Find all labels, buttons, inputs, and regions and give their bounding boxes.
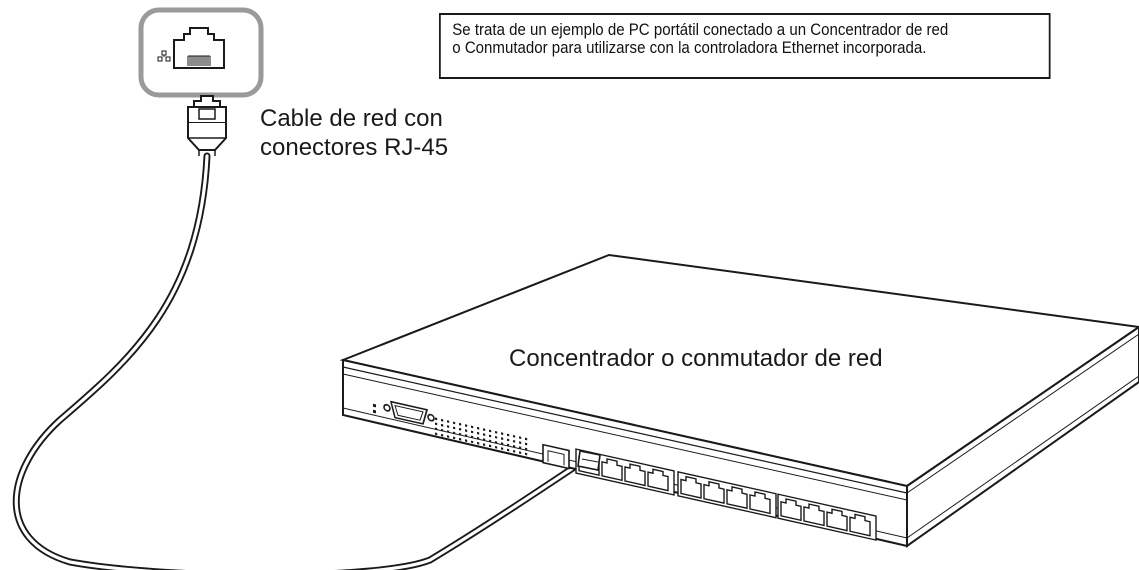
led-dot [459,427,462,431]
note-line-2: o Conmutador para utilizarse con la cont… [452,38,927,57]
led-dot [495,430,498,434]
rj45-port-icon [826,508,848,532]
rj45-port-icon [749,491,771,515]
led-dot [483,438,486,441]
led-dot [513,434,516,438]
led-dot [459,432,462,436]
led-dot [501,447,504,450]
led-dot [495,440,498,444]
rj45-port-icon [726,486,748,510]
led-dot [435,427,438,431]
cable-label: Cable de red con conectores RJ-45 [260,104,448,162]
led-dot [441,418,444,422]
rj45-port-pins [187,55,211,66]
led-dot [483,428,486,431]
uplink-port [542,443,570,470]
led-dot [453,426,456,430]
led-dot [525,442,528,446]
led-dot [459,422,462,426]
port-bank-1 [575,448,675,496]
led-dot [513,439,516,443]
serial-console-port-icon [383,400,435,425]
led-dot [489,439,492,443]
led-dot [465,434,468,437]
rj45-port-icon [780,498,802,522]
led-dot [453,431,456,435]
rj45-port-icon [803,503,825,527]
led-dot [471,425,474,429]
led-dot [507,443,510,447]
led-dot [471,435,474,439]
network-icon [157,50,171,62]
status-indicator [373,403,376,414]
led-dot [447,420,450,423]
led-dot [477,431,480,435]
led-dot [483,443,486,446]
led-dot [501,432,504,435]
led-dot [435,417,438,421]
rj45-port-icon [849,513,871,537]
rj45-port-icon [601,458,623,482]
rj45-port-icon [680,475,702,499]
led-dot [471,430,474,434]
led-dot [513,444,516,448]
led-dot [435,432,438,436]
led-dot [465,429,468,432]
rj45-port-icon [647,468,669,492]
led-dot [525,447,528,451]
port-bank-3 [777,493,877,541]
led-dot [441,433,444,437]
note-line-1: Se trata de un ejemplo de PC portátil co… [452,20,949,39]
led-dot [465,424,468,427]
led-dot [483,433,486,436]
led-dot [441,423,444,427]
port-bank-2 [677,470,777,519]
led-dot [453,421,456,425]
led-dot [489,429,492,433]
rj45-plug-icon [187,95,227,156]
led-dot [453,436,456,440]
led-dot [519,436,522,440]
led-dot [495,445,498,449]
cable-label-line-1: Cable de red con [260,105,443,132]
led-dot [477,436,480,440]
led-dot [507,448,510,452]
led-dot [471,440,474,444]
lan-port [138,7,264,98]
led-dot [519,441,522,445]
led-dot [507,433,510,437]
network-hub [339,253,1139,548]
led-dot [435,422,438,426]
led-dot [525,452,528,456]
rj45-port-icon [703,480,725,504]
led-dot [489,434,492,438]
led-dot [519,451,522,455]
led-dot [495,435,498,439]
led-dot [459,437,462,441]
led-dot [489,444,492,448]
hub-right-face [906,325,1139,548]
led-dot [447,425,450,428]
led-dot [465,439,468,442]
cable-label-line-2: conectores RJ-45 [260,134,449,161]
led-dot [447,435,450,438]
led-indicator-grid [435,417,528,456]
description-note: Se trata de un ejemplo de PC portátil co… [439,13,1051,79]
rj45-port-icon [624,463,646,487]
led-dot [501,437,504,440]
led-dot [477,441,480,445]
led-dot [441,428,444,432]
led-dot [507,438,510,442]
led-dot [477,426,480,430]
led-dot [519,446,522,450]
led-dot [501,442,504,445]
plugged-connector [577,450,601,471]
led-dot [525,437,528,441]
hub-label: Concentrador o conmutador de red [509,345,883,372]
led-dot [513,449,516,453]
rj45-port-icon [173,27,225,69]
led-dot [447,430,450,433]
network-cable [12,152,592,570]
